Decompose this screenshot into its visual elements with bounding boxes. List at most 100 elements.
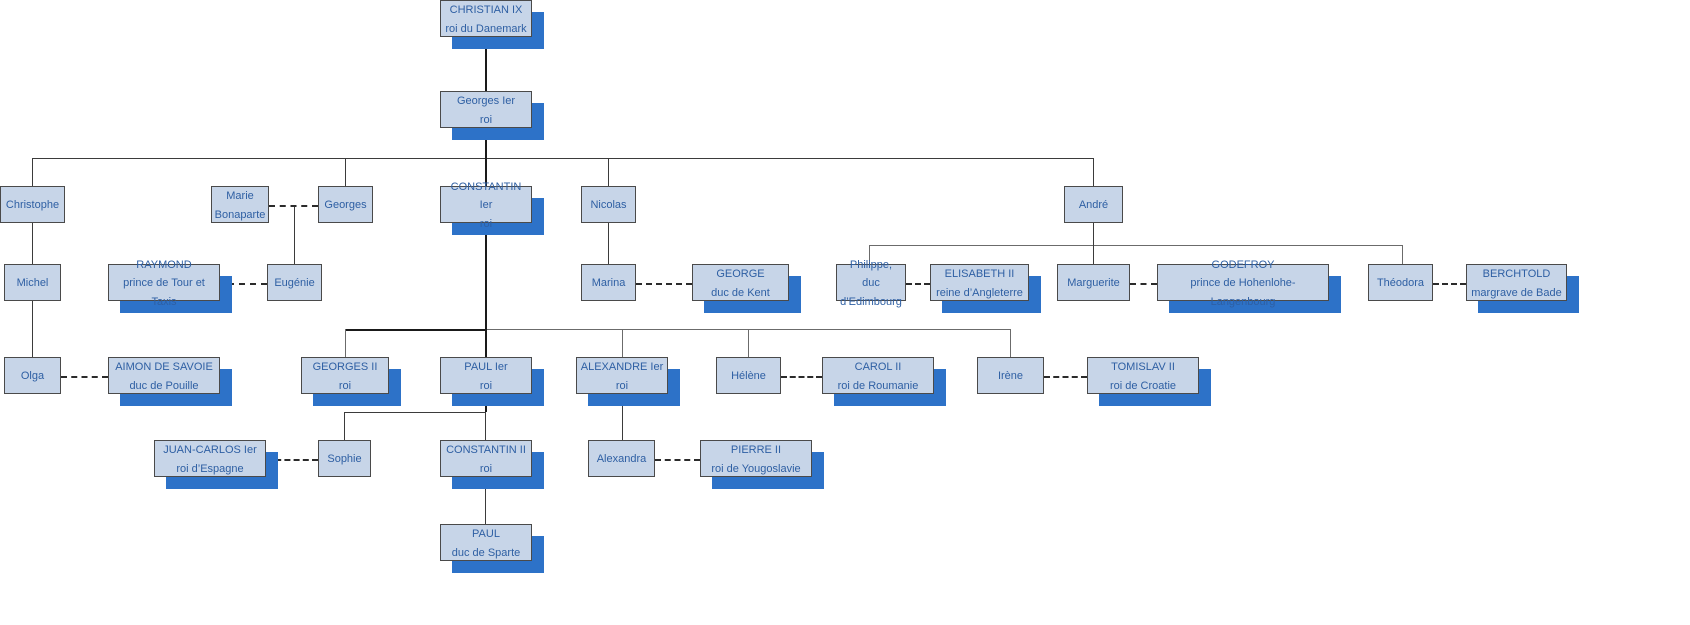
node-paul_sparte[interactable]: PAUL duc de Sparte	[440, 524, 532, 561]
node-george_kent[interactable]: GEORGE duc de Kent	[692, 264, 789, 301]
node-label-secondary: roi	[479, 379, 493, 392]
node-label-primary: ELISABETH II	[944, 268, 1015, 281]
node-label-secondary: duc de Sparte	[451, 546, 521, 559]
node-label-secondary: prince de Hohenlohe-Langenbourg	[1190, 277, 1296, 308]
node-label-primary: RAYMOND	[136, 258, 192, 271]
generation3-bus-left	[345, 329, 486, 331]
marriage-alexandra-pierre2	[655, 459, 700, 461]
node-andre[interactable]: André	[1064, 186, 1123, 223]
connector-constantin2-paul	[485, 477, 486, 524]
drop-philippe-branch	[869, 245, 870, 264]
node-michel[interactable]: Michel	[4, 264, 61, 301]
node-label-secondary: duc de Pouille	[129, 379, 199, 392]
marriage-marina-george	[636, 283, 692, 285]
node-label-secondary: roi d’Espagne	[176, 462, 244, 475]
drop-andre	[1093, 158, 1094, 186]
node-aimon[interactable]: AIMON DE SAVOIE duc de Pouille	[108, 357, 220, 394]
connector-georges-eugenie	[294, 205, 295, 264]
marriage-marie-georges	[269, 205, 318, 207]
node-georges[interactable]: Georges	[318, 186, 373, 223]
node-label-secondary: roi du Danemark	[445, 22, 527, 35]
node-eugenie[interactable]: Eugénie	[267, 264, 322, 301]
andre-children-bus	[869, 245, 1403, 246]
node-alexandra[interactable]: Alexandra	[588, 440, 655, 477]
node-label-primary: GODEFROY	[1211, 258, 1275, 271]
node-constantin1[interactable]: CONSTANTIN Ier roi	[440, 181, 532, 230]
node-label-primary: Georges Ier	[456, 95, 516, 108]
node-label-primary: GEORGE	[716, 268, 765, 281]
node-helene[interactable]: Hélène	[716, 357, 781, 394]
generation2-bus	[32, 158, 1094, 159]
node-label-secondary: roi de Roumanie	[837, 379, 919, 392]
node-theodora[interactable]: Théodora	[1368, 264, 1433, 301]
connector-constantin1-down	[485, 223, 487, 329]
node-label-secondary: roi	[479, 113, 493, 126]
drop-constantin1	[485, 158, 487, 186]
node-label-primary: Sophie	[327, 453, 362, 466]
node-elisabeth2[interactable]: ELISABETH II reine d’Angleterre	[930, 264, 1029, 301]
drop-marguerite	[1093, 245, 1094, 264]
node-label-primary: CAROL II	[854, 361, 902, 374]
connector-christian9-georges1	[485, 37, 487, 91]
node-marguerite[interactable]: Marguerite	[1057, 264, 1130, 301]
drop-christophe	[32, 158, 33, 186]
connector-alexandre1-alexandra	[622, 394, 623, 440]
node-label-primary: Michel	[16, 277, 49, 290]
node-irene[interactable]: Irène	[977, 357, 1044, 394]
node-marina[interactable]: Marina	[581, 264, 636, 301]
node-label-primary: ALEXANDRE Ier	[580, 361, 664, 374]
drop-irene	[1010, 329, 1011, 357]
node-olga[interactable]: Olga	[4, 357, 61, 394]
node-label-primary: Marguerite	[1067, 277, 1120, 290]
node-nicolas[interactable]: Nicolas	[581, 186, 636, 223]
node-label-secondary: reine d’Angleterre	[936, 286, 1023, 299]
marriage-irene-tomislav2	[1044, 376, 1087, 378]
marriage-helene-carol2	[781, 376, 822, 378]
node-carol2[interactable]: CAROL II roi de Roumanie	[822, 357, 934, 394]
node-christophe[interactable]: Christophe	[0, 186, 65, 223]
connector-andre-down	[1093, 223, 1094, 245]
generation3-bus-right	[485, 329, 1010, 330]
node-label-secondary: roi	[479, 217, 493, 230]
node-label-primary: Irène	[997, 370, 1024, 383]
drop-georges	[345, 158, 346, 186]
drop-theodora	[1402, 245, 1403, 264]
connector-nicolas-marina	[608, 223, 609, 264]
node-label-primary: AIMON DE SAVOIE	[115, 361, 213, 374]
drop-georges2	[345, 329, 346, 357]
node-label-primary: Georges	[324, 199, 367, 212]
connector-georges1-down	[485, 128, 487, 158]
node-label-secondary: margrave de Bade	[1471, 286, 1562, 299]
node-label-primary: Marina	[591, 277, 626, 290]
marriage-olga-aimon	[61, 376, 108, 378]
marriage-raymond-eugenie	[228, 283, 267, 285]
node-label-primary: CONSTANTIN Ier	[450, 180, 522, 212]
node-sophie[interactable]: Sophie	[318, 440, 371, 477]
node-label-primary: Christophe	[5, 199, 60, 212]
node-godefroy[interactable]: GODEFROY prince de Hohenlohe-Langenbourg	[1157, 259, 1329, 308]
marriage-juancarlos-sophie	[266, 459, 318, 461]
node-label-primary: André	[1078, 199, 1109, 212]
node-label-secondary: d’Edimbourg	[840, 295, 902, 308]
node-label-primary: CONSTANTIN II	[446, 444, 526, 457]
node-label-secondary: duc de Kent	[711, 286, 770, 299]
drop-constantin2	[485, 412, 486, 440]
node-label-primary: PAUL	[472, 528, 500, 541]
node-label-primary: Nicolas	[590, 199, 627, 212]
node-georges1[interactable]: Georges Ier roi	[440, 91, 532, 128]
marriage-philippe-elisabeth	[906, 283, 930, 285]
marriage-marguerite-godefroy	[1130, 283, 1157, 285]
